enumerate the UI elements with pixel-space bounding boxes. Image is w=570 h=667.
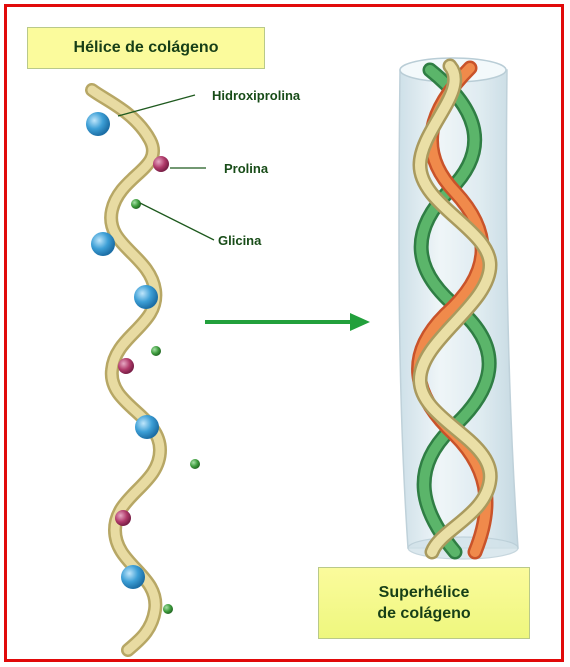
hydroxyproline-sphere [134, 285, 158, 309]
hydroxyproline-leader [118, 95, 195, 116]
superhelix-label-line1: Superhélice [379, 582, 470, 603]
superhelix-label-box: Superhélice de colágeno [318, 567, 530, 639]
hydroxyproline-sphere [91, 232, 115, 256]
proline-sphere [153, 156, 169, 172]
glycine-sphere [190, 459, 200, 469]
arrow-icon [205, 313, 370, 331]
glycine-label: Glicina [218, 233, 261, 248]
helix-title: Hélice de colágeno [74, 39, 219, 57]
superhelix-label-line2: de colágeno [377, 603, 470, 624]
hydroxyproline-sphere [135, 415, 159, 439]
glycine-sphere [151, 346, 161, 356]
proline-sphere [115, 510, 131, 526]
hydroxyproline-label: Hidroxiprolina [212, 88, 300, 103]
glycine-sphere [163, 604, 173, 614]
hydroxyproline-sphere [86, 112, 110, 136]
glycine-leader [140, 203, 214, 240]
proline-sphere [118, 358, 134, 374]
helix-title-box: Hélice de colágeno [27, 27, 265, 69]
proline-label: Prolina [224, 161, 268, 176]
glycine-sphere [131, 199, 141, 209]
hydroxyproline-sphere [121, 565, 145, 589]
